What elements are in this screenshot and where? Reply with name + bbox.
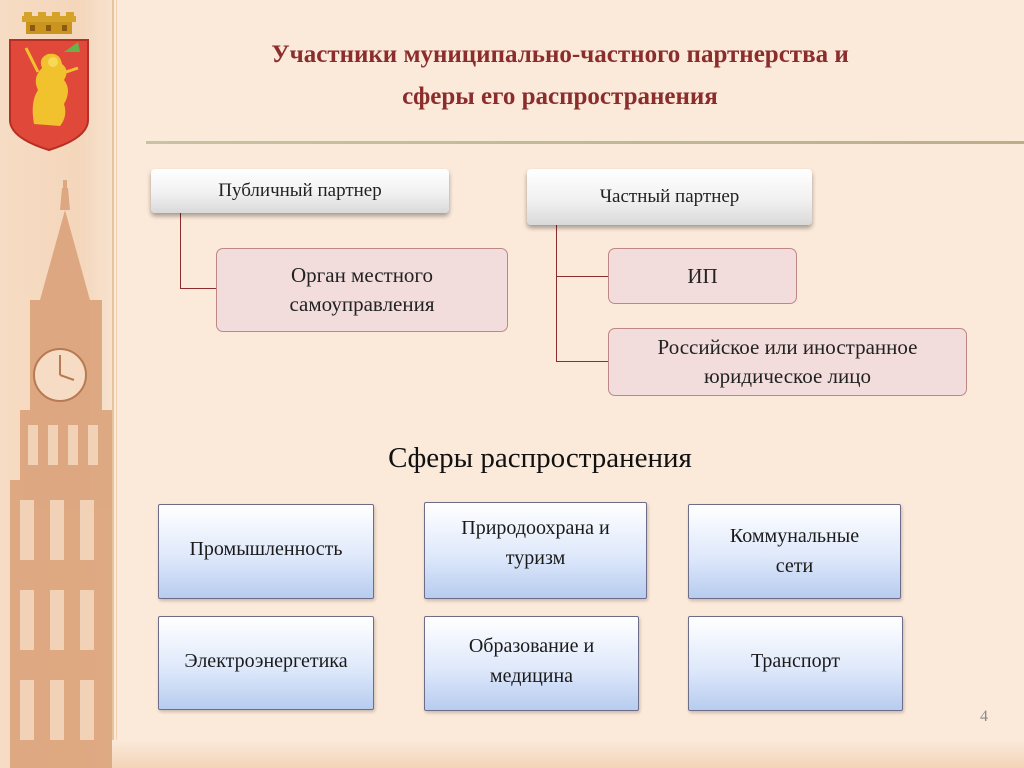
individual-entrepreneur-label: ИП bbox=[687, 263, 718, 288]
clock-tower-icon bbox=[10, 180, 112, 768]
sphere-item-education-medicine-line-2: медицина bbox=[489, 665, 574, 687]
public-partner-box: Публичный партнер bbox=[151, 169, 449, 213]
slide-title-line-2: сферы его распространения bbox=[402, 83, 718, 110]
city-coat-of-arms-icon bbox=[9, 12, 89, 152]
sphere-item-transport: Транспорт bbox=[688, 616, 903, 711]
sphere-item-nature-tourism: Природоохрана и туризм bbox=[424, 502, 647, 599]
sphere-item-industry: Промышленность bbox=[158, 504, 374, 599]
private-partner-label: Частный партнер bbox=[599, 186, 740, 207]
title-divider bbox=[146, 141, 1024, 144]
sphere-item-transport-label: Транспорт bbox=[750, 650, 841, 672]
connector-private-vertical bbox=[556, 225, 557, 362]
slide-title: Участники муниципально-частного партнерс… bbox=[150, 34, 970, 118]
sphere-item-power-engineering-label: Электроэнергетика bbox=[184, 650, 348, 672]
public-partner-label: Публичный партнер bbox=[218, 180, 382, 201]
slide-title-line-1: Участники муниципально-частного партнерс… bbox=[271, 41, 849, 68]
connector-private-to-ip bbox=[556, 276, 608, 277]
sphere-item-education-medicine-line-1: Образование и bbox=[468, 635, 595, 657]
local-government-line-1: Орган местного bbox=[290, 263, 434, 287]
sphere-item-utilities-line-2: сети bbox=[775, 555, 814, 577]
sphere-item-nature-tourism-line-2: туризм bbox=[505, 547, 566, 569]
strip-border-line bbox=[112, 0, 114, 768]
page-number: 4 bbox=[980, 708, 988, 725]
connector-public-vertical bbox=[180, 213, 181, 289]
local-government-box: Орган местного самоуправления bbox=[216, 248, 508, 332]
legal-entity-box: Российское или иностранное юридическое л… bbox=[608, 328, 967, 396]
sphere-item-utilities-line-1: Коммунальные bbox=[729, 525, 860, 547]
legal-entity-line-1: Российское или иностранное bbox=[657, 335, 918, 359]
private-partner-box: Частный партнер bbox=[527, 169, 812, 225]
sphere-item-power-engineering: Электроэнергетика bbox=[158, 616, 374, 710]
connector-private-to-legal-entity bbox=[556, 361, 608, 362]
sphere-item-utilities: Коммунальные сети bbox=[688, 504, 901, 599]
individual-entrepreneur-box: ИП bbox=[608, 248, 797, 304]
bottom-decorative-band bbox=[112, 740, 1024, 768]
legal-entity-line-2: юридическое лицо bbox=[703, 364, 871, 388]
sphere-item-industry-label: Промышленность bbox=[189, 538, 343, 560]
strip-border-line-thin bbox=[116, 0, 117, 768]
sphere-item-education-medicine: Образование и медицина bbox=[424, 616, 639, 711]
spheres-heading: Сферы распространения bbox=[388, 442, 692, 474]
local-government-line-2: самоуправления bbox=[289, 292, 435, 316]
connector-public-horizontal bbox=[180, 288, 216, 289]
sphere-item-nature-tourism-line-1: Природоохрана и bbox=[461, 517, 610, 539]
